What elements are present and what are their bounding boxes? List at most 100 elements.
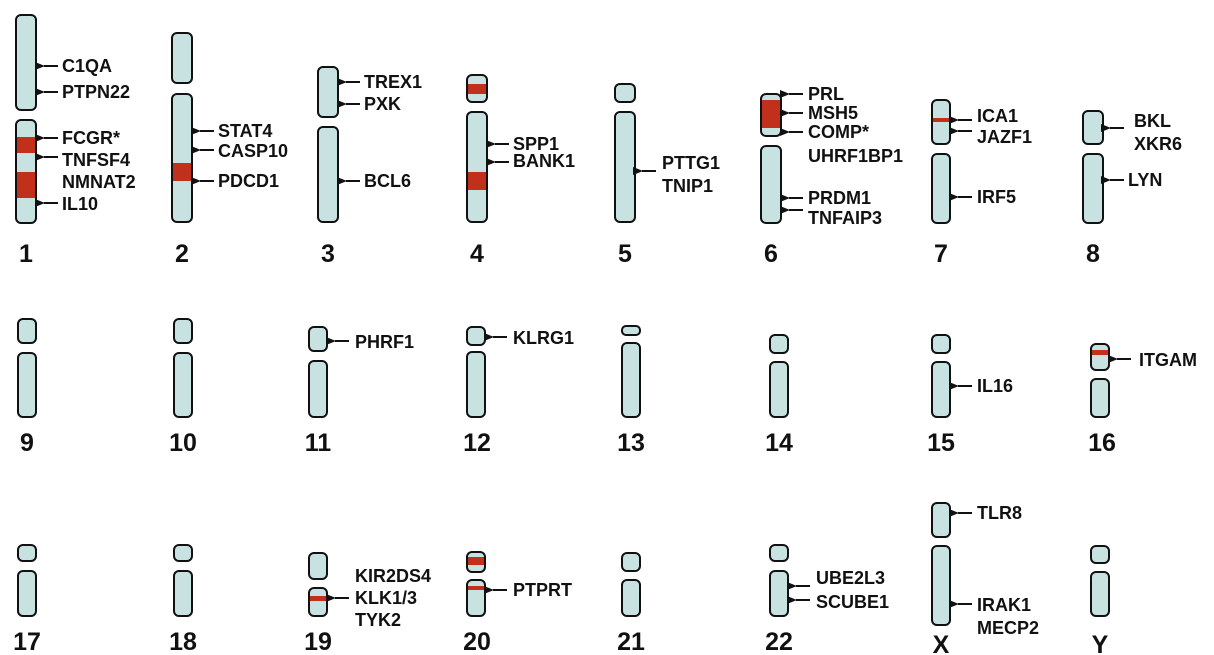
gene-label: STAT4 — [218, 121, 272, 141]
chromosome-9-p-arm — [18, 319, 36, 343]
gene-label: PTPN22 — [62, 82, 130, 102]
chromosome-21: 21 — [617, 553, 645, 655]
chromosome-number: 1 — [19, 240, 33, 268]
chromosome-3-q-arm — [318, 127, 338, 222]
chromosome-number: 11 — [305, 429, 332, 457]
gene-label: KLRG1 — [513, 328, 574, 348]
chromosome-16-p-arm — [1091, 344, 1109, 370]
chromosome-1-band — [17, 172, 35, 198]
chromosome-7-band — [933, 118, 949, 122]
gene-label: TNIP1 — [662, 176, 713, 196]
chromosome-20-band — [468, 557, 484, 565]
chromosome-4-band — [468, 84, 486, 94]
chromosome-19-band — [310, 596, 326, 601]
gene-label: TNFAIP3 — [808, 208, 882, 228]
chromosome-5: PTTG1 TNIP1 5 — [615, 84, 720, 268]
gene-label: TLR8 — [977, 503, 1022, 523]
chromosome-number: 8 — [1086, 240, 1100, 268]
chromosome-3: TREX1 PXK BCL6 3 — [318, 67, 422, 268]
gene-label: C1QA — [62, 56, 112, 76]
gene-label: BANK1 — [513, 151, 575, 171]
gene-label: KIR2DS4 — [355, 566, 431, 586]
gene-label: UHRF1BP1 — [808, 146, 903, 166]
chromosome-6-q-arm — [761, 146, 781, 223]
chromosome-16-band — [1092, 350, 1108, 355]
gene-label: UBE2L3 — [816, 568, 885, 588]
chromosome-6: PRL MSH5 COMP* UHRF1BP1 PRDM1 TNFAIP3 6 — [761, 84, 903, 268]
chromosome-4-q-arm — [467, 112, 487, 222]
chromosome-X-p-arm — [932, 503, 950, 537]
chromosome-number: 18 — [169, 628, 197, 655]
chromosome-22-q-arm — [770, 571, 788, 616]
chromosome-14-p-arm — [770, 335, 788, 353]
chromosome-number: 17 — [13, 628, 41, 655]
gene-label: PRDM1 — [808, 188, 871, 208]
gene-label: IRF5 — [977, 187, 1016, 207]
chromosome-8-q-arm — [1083, 154, 1103, 223]
gene-label: IRAK1 — [977, 595, 1031, 615]
chromosome-1-q-arm — [16, 120, 36, 223]
gene-label: MECP2 — [977, 618, 1039, 638]
gene-label: CASP10 — [218, 141, 288, 161]
chromosome-13-p-arm — [622, 326, 640, 335]
chromosome-19-p-arm — [309, 553, 327, 579]
gene-label: TREX1 — [364, 72, 422, 92]
chromosome-21-p-arm — [622, 553, 640, 571]
chromosome-18: 18 — [169, 545, 197, 655]
chromosome-15: IL16 15 — [927, 335, 1013, 457]
chromosome-11-q-arm — [309, 361, 327, 417]
chromosome-Y-p-arm — [1091, 546, 1109, 563]
chromosome-11: PHRF1 11 — [305, 327, 414, 457]
chromosome-2-p-arm — [172, 33, 192, 83]
gene-label: SCUBE1 — [816, 592, 889, 612]
chromosome-4: SPP1 BANK1 4 — [467, 75, 575, 268]
chromosome-12-q-arm — [467, 352, 485, 417]
chromosome-9: 9 — [18, 319, 36, 457]
chromosome-20-band — [468, 586, 484, 590]
chromosome-22: UBE2L3 SCUBE1 22 — [765, 545, 889, 655]
chromosome-16: ITGAM 16 — [1088, 344, 1197, 457]
chromosome-Y: Y — [1091, 546, 1109, 655]
gene-label: MSH5 — [808, 103, 858, 123]
chromosome-13-q-arm — [622, 343, 640, 417]
chromosome-1-band — [17, 137, 35, 153]
gene-label: JAZF1 — [977, 127, 1032, 147]
chromosome-X-q-arm — [932, 546, 950, 625]
chromosome-10-q-arm — [174, 353, 192, 417]
chromosome-9-q-arm — [18, 353, 36, 417]
chromosome-number: 21 — [617, 628, 645, 655]
chromosome-number: 2 — [175, 240, 189, 268]
gene-label: BCL6 — [364, 171, 411, 191]
chromosome-14: 14 — [765, 335, 793, 457]
chromosome-12: KLRG1 12 — [463, 327, 574, 457]
gene-label: IL10 — [62, 194, 98, 214]
chromosome-number: X — [933, 631, 950, 655]
chromosome-17-q-arm — [18, 571, 36, 616]
chromosome-number: 10 — [169, 429, 197, 457]
chromosome-7: ICA1 JAZF1 IRF5 7 — [932, 100, 1032, 268]
gene-label: TNFSF4 — [62, 150, 130, 170]
chromosome-number: 9 — [20, 429, 34, 457]
gene-label: IL16 — [977, 376, 1013, 396]
gene-label: FCGR* — [62, 128, 120, 148]
gene-label: PDCD1 — [218, 171, 279, 191]
chromosome-X: TLR8 IRAK1 MECP2 X — [932, 503, 1039, 655]
gene-label: KLK1/3 — [355, 588, 417, 608]
chromosome-number: 7 — [934, 240, 948, 268]
chromosome-5-q-arm — [615, 112, 635, 222]
chromosome-18-q-arm — [174, 571, 192, 616]
chromosome-6-band — [762, 100, 780, 128]
gene-label: COMP* — [808, 122, 869, 142]
gene-label: TYK2 — [355, 610, 401, 630]
chromosome-number: 22 — [765, 628, 793, 655]
chromosome-22-p-arm — [770, 545, 788, 561]
chromosome-18-p-arm — [174, 545, 192, 561]
chromosome-number: 16 — [1088, 429, 1116, 457]
chromosome-19: KIR2DS4 KLK1/3 TYK2 19 — [304, 553, 431, 655]
chromosome-number: Y — [1092, 631, 1109, 655]
gene-label: LYN — [1128, 170, 1162, 190]
chromosome-number: 6 — [764, 240, 778, 268]
chromosome-11-p-arm — [309, 327, 327, 351]
chromosome-number: 13 — [617, 429, 645, 457]
